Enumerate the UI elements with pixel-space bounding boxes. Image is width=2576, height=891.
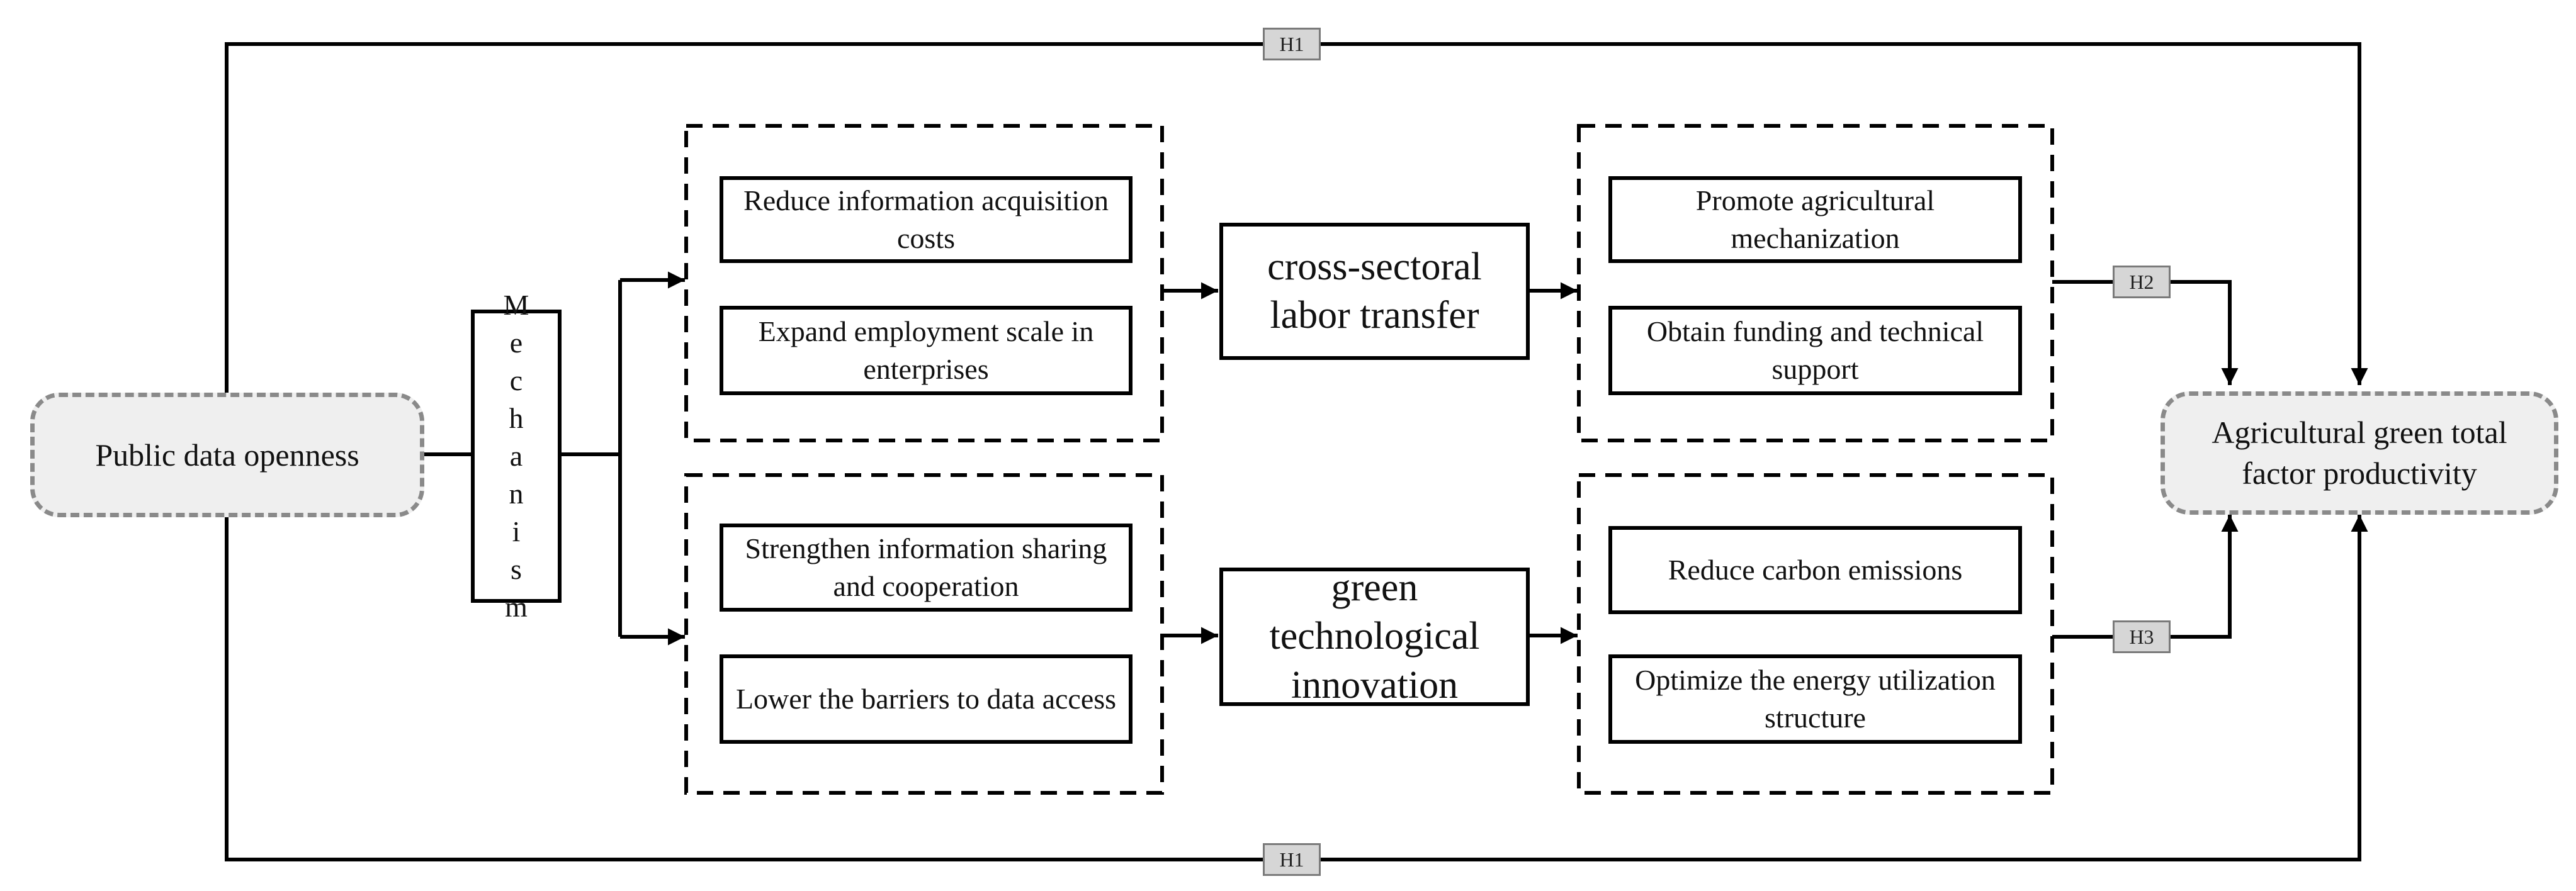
mechanism-letter: m <box>505 591 528 623</box>
h1-bottom-tag: H1 <box>1263 843 1321 876</box>
h3-connector <box>2052 515 2239 639</box>
mechanism-letter: e <box>509 327 523 359</box>
h3-tag: H3 <box>2113 620 2171 653</box>
h2-tag: H2 <box>2113 266 2171 298</box>
mechanism-letter: i <box>512 515 521 547</box>
upper-output-item-1: Promote agricultural mechanization <box>1608 176 2022 263</box>
mechanism-letter: M <box>503 289 529 321</box>
upper-channel-box: cross-sectoral labor transfer <box>1219 223 1530 360</box>
lower-channel-box: green technological innovation <box>1219 566 1530 707</box>
h1-top-tag: H1 <box>1263 28 1321 60</box>
upper-input-item-1: Reduce information acquisition costs <box>720 176 1133 263</box>
lower-input-item-2: Lower the barriers to data access <box>720 654 1133 744</box>
target-node: Agricultural green total factor producti… <box>2161 391 2558 515</box>
upper-input-group-frame <box>684 124 1164 442</box>
lower-input-item-1: Strengthen information sharing and coope… <box>720 524 1133 612</box>
lower-input-group-frame <box>684 473 1164 795</box>
mechanism-splitter <box>562 280 622 637</box>
lower-output-item-1: Reduce carbon emissions <box>1608 526 2022 614</box>
mechanism-letter: h <box>509 402 524 434</box>
h2-connector <box>2052 280 2239 385</box>
mechanism-letter: s <box>511 553 522 585</box>
mechanism-letter: c <box>509 364 523 396</box>
upper-input-item-2: Expand employment scale in enterprises <box>720 306 1133 395</box>
mechanism-letter: a <box>509 440 523 472</box>
lower-output-item-2: Optimize the energy utilization structur… <box>1608 654 2022 744</box>
mechanism-letter: n <box>509 478 524 510</box>
upper-output-item-2: Obtain funding and technical support <box>1608 306 2022 395</box>
source-node: Public data openness <box>30 393 424 517</box>
lower-output-group-frame <box>1577 473 2054 795</box>
